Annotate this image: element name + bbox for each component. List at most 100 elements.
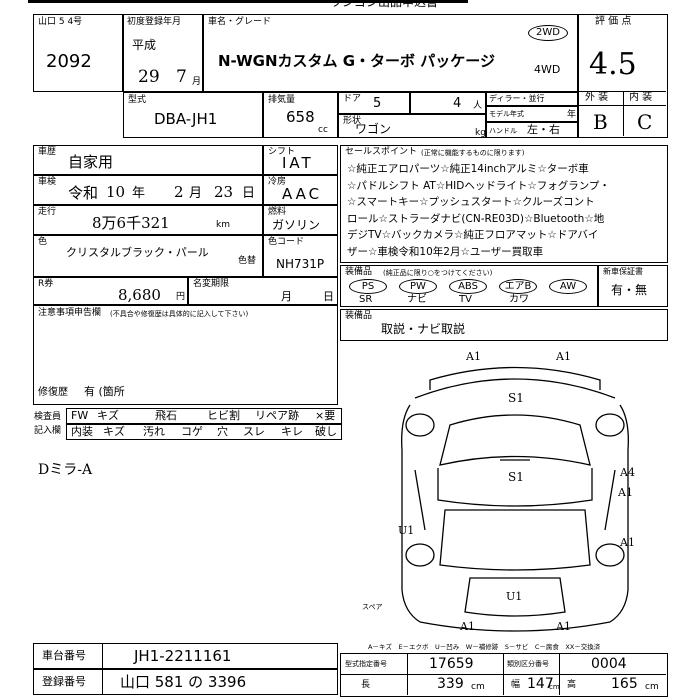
- defects-exterior-item: ×要: [315, 409, 336, 422]
- diagram-mark: A1: [466, 350, 481, 363]
- fuel-box: 燃料 ガソリン: [263, 205, 338, 235]
- mileage-box: 走行 8万6千321 km: [33, 205, 263, 235]
- equip-navi: ナビ: [407, 294, 427, 305]
- chassis-value: JH1-2211161: [134, 647, 232, 665]
- capacity-box: 4 人: [410, 92, 486, 114]
- sales-point-line: ザー☆車検令和10年2月☆ユーザー買取車: [347, 245, 544, 258]
- owner-manual-label: 新車保証書: [603, 267, 643, 276]
- defects-exterior-row: FW キズ 飛石 ヒビ割 リペア跡 ×要: [66, 408, 342, 424]
- first-reg-label: 初度登録年月: [127, 17, 182, 27]
- remarks-box: 装備品 取説・ナビ取説: [340, 309, 668, 341]
- type-label: 型式: [128, 95, 147, 105]
- first-reg-era: 平成: [132, 38, 157, 52]
- lot-label: 山口 5 4号: [38, 17, 83, 27]
- defects-interior-item: キズ: [103, 425, 125, 438]
- load-unit: kg: [475, 128, 486, 138]
- defects-interior-item: コゲ: [181, 425, 203, 438]
- doors-label: ドア: [343, 94, 362, 104]
- aircon-label: 冷房: [268, 177, 287, 187]
- mileage-unit: km: [216, 220, 230, 230]
- notes-sub: (不具合や修復歴は具体的に記入して下さい): [110, 310, 249, 318]
- diagram-mark: U1: [506, 590, 523, 603]
- plate-label: 登録番号: [42, 675, 86, 688]
- chassis-box: 車台番号 JH1-2211161: [33, 643, 338, 669]
- score-value: 4.5: [589, 47, 637, 82]
- usage-value: 自家用: [68, 153, 114, 171]
- defects-interior-item: 汚れ: [143, 425, 165, 438]
- sales-point-line: ☆パドルシフト AT☆HIDヘッドライト☆フォグランプ・: [347, 179, 610, 192]
- color-change-label: 色替: [238, 256, 257, 266]
- displacement-label: 排気量: [268, 95, 296, 105]
- sales-point-line: ☆スマートキー☆プッシュスタート☆クルーズコント: [347, 196, 595, 209]
- spare-label: スペア: [362, 603, 383, 611]
- aircon-value: AAC: [282, 185, 323, 203]
- doors-box: ドア 5: [338, 92, 410, 114]
- type-value: DBA-JH1: [154, 110, 218, 128]
- inspection-year: 10: [106, 183, 126, 201]
- lot-number: 2092: [46, 51, 92, 72]
- equipment-sub: (純正品に限り○をつけてください): [383, 269, 493, 277]
- diagram-mark: S1: [508, 470, 524, 484]
- score-label: 評 価 点: [595, 16, 632, 27]
- title-deadline-box: 名変期限 月 日: [188, 277, 338, 305]
- repair-label: 修復歴: [38, 387, 68, 398]
- header-title: ワンゴン出品申込書: [330, 0, 439, 9]
- diagram-mark: A4: [620, 466, 635, 479]
- diagram-legend: A－キズ E－エクボ U－凹み W－補修跡 S－サビ C－腐食 XX－交換済: [368, 643, 601, 651]
- defects-exterior-item: 飛石: [155, 409, 177, 422]
- fuel-value: ガソリン: [272, 218, 321, 232]
- lot-box: 山口 5 4号 2092: [33, 14, 123, 92]
- owner-manual-box: 新車保証書 有・無: [598, 265, 668, 307]
- owner-manual-value: 有・無: [611, 283, 648, 297]
- diagram-mark: A1: [618, 486, 633, 499]
- inspection-box: 車検 令和 10 年 2 月 23 日: [33, 175, 263, 205]
- plate-box: 登録番号 山口 581 の 3396: [33, 669, 338, 695]
- capacity-unit: 人: [473, 101, 483, 111]
- height-unit: cm: [645, 682, 659, 692]
- title-deadline-label: 名変期限: [193, 279, 230, 289]
- width-label: 幅: [511, 680, 521, 690]
- inspection-day: 23: [214, 183, 234, 201]
- dealer-label: ディラー・並行: [489, 94, 545, 103]
- displacement-box: 排気量 658 cc: [263, 92, 338, 138]
- first-reg-box: 初度登録年月 平成 29 7 月: [123, 14, 203, 92]
- handle-box: ハンドル 左・右: [486, 122, 578, 138]
- inspection-year-unit: 年: [132, 186, 146, 201]
- designation-value: 17659: [429, 656, 474, 672]
- displacement-unit: cc: [318, 125, 328, 135]
- inspection-month-unit: 月: [189, 186, 203, 201]
- remarks-label: 装備品: [345, 311, 373, 321]
- usage-box: 車歴 自家用: [33, 145, 263, 175]
- chassis-label: 車台番号: [42, 649, 86, 662]
- mileage-value: 8万6千321: [92, 214, 170, 232]
- model-name-label: 車名・グレード: [208, 17, 272, 27]
- sales-points-label: セールスポイント: [345, 147, 418, 157]
- capacity-value: 4: [453, 96, 462, 111]
- type-box: 型式 DBA-JH1: [123, 92, 263, 138]
- defects-exterior-item: リペア跡: [255, 409, 299, 422]
- defects-exterior-item: ヒビ割: [207, 409, 240, 422]
- defects-interior-item: スレ: [243, 425, 265, 438]
- equip-aw: AW: [549, 279, 587, 294]
- interior-score: C: [637, 110, 653, 134]
- diagram-mark: A1: [620, 536, 635, 549]
- color-code-value: NH731P: [276, 257, 325, 271]
- plate-value: 山口 581 の 3396: [120, 673, 247, 691]
- shift-value: IAT: [282, 154, 314, 172]
- recycle-value: 8,680: [118, 286, 161, 304]
- shape-box: 形状 ワゴン kg: [338, 114, 486, 138]
- equipment-label: 装備品: [345, 267, 373, 277]
- car-diagram: [401, 366, 629, 632]
- repair-value: 有 (箇所: [84, 385, 125, 398]
- doors-value: 5: [373, 96, 382, 111]
- notes-label: 注意事項申告欄: [38, 308, 102, 318]
- defects-interior-item: 穴: [217, 425, 228, 438]
- diagram-mark: S1: [508, 391, 524, 405]
- color-code-box: 色コード NH731P: [263, 235, 338, 277]
- category-label: 類別区分番号: [507, 660, 549, 668]
- sales-point-line: ロール☆ストラーダナビ(CN-RE03D)☆Bluetooth☆地: [347, 212, 605, 225]
- category-value: 0004: [591, 656, 627, 672]
- defects-side-label-2: 記入欄: [34, 426, 62, 436]
- width-unit: cm: [549, 683, 560, 691]
- shift-label: シフト: [268, 147, 296, 157]
